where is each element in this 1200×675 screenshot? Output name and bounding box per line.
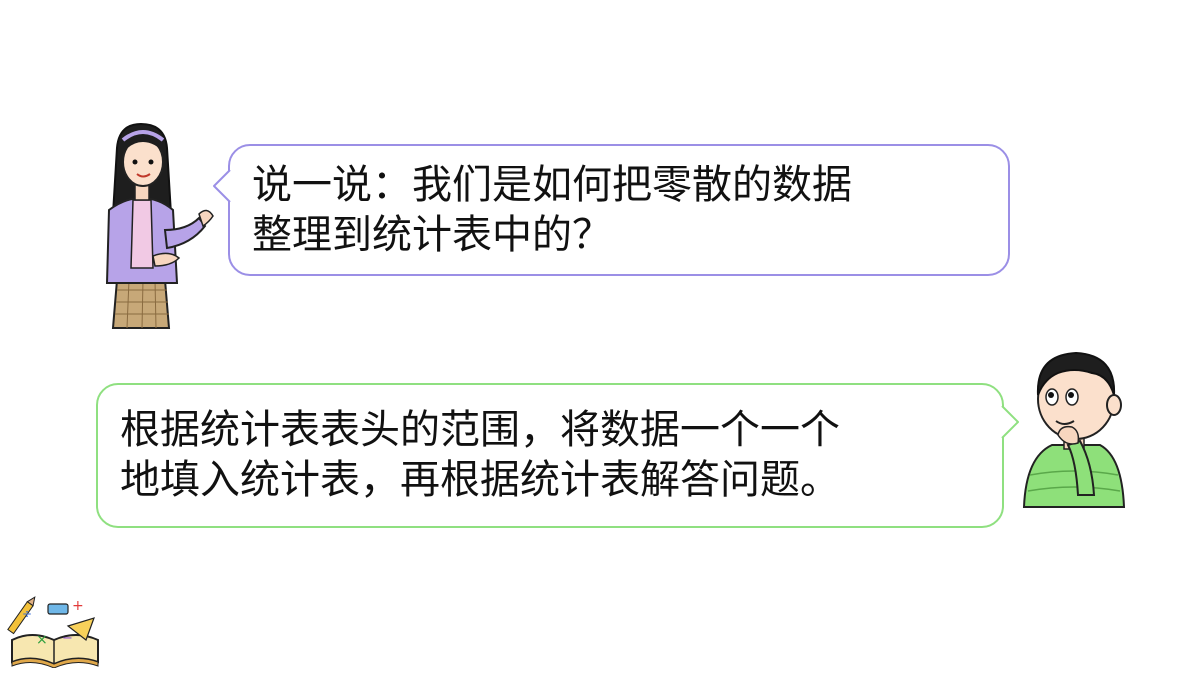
answer-bubble: 根据统计表表头的范围，将数据一个一个 地填入统计表，再根据统计表解答问题。 [96, 383, 1004, 528]
question-line-2: 整理到统计表中的？ [252, 212, 612, 258]
math-book-icon: + × ÷ − [7, 596, 99, 668]
answer-line-1: 根据统计表表头的范围，将数据一个一个 [120, 407, 840, 453]
question-line-1: 说一说：我们是如何把零散的数据 [252, 162, 852, 208]
teacher-icon [105, 122, 214, 329]
boy-thinking-icon [1022, 351, 1126, 508]
svg-text:−: − [62, 631, 73, 646]
answer-bubble-tail [1001, 405, 1019, 439]
svg-text:×: × [36, 632, 48, 648]
answer-line-2: 地填入统计表，再根据统计表解答问题。 [120, 457, 840, 503]
svg-text:+: + [72, 598, 84, 614]
question-bubble: 说一说：我们是如何把零散的数据 整理到统计表中的？ [228, 144, 1010, 276]
svg-text:÷: ÷ [22, 607, 32, 621]
question-bubble-tail [213, 169, 231, 203]
